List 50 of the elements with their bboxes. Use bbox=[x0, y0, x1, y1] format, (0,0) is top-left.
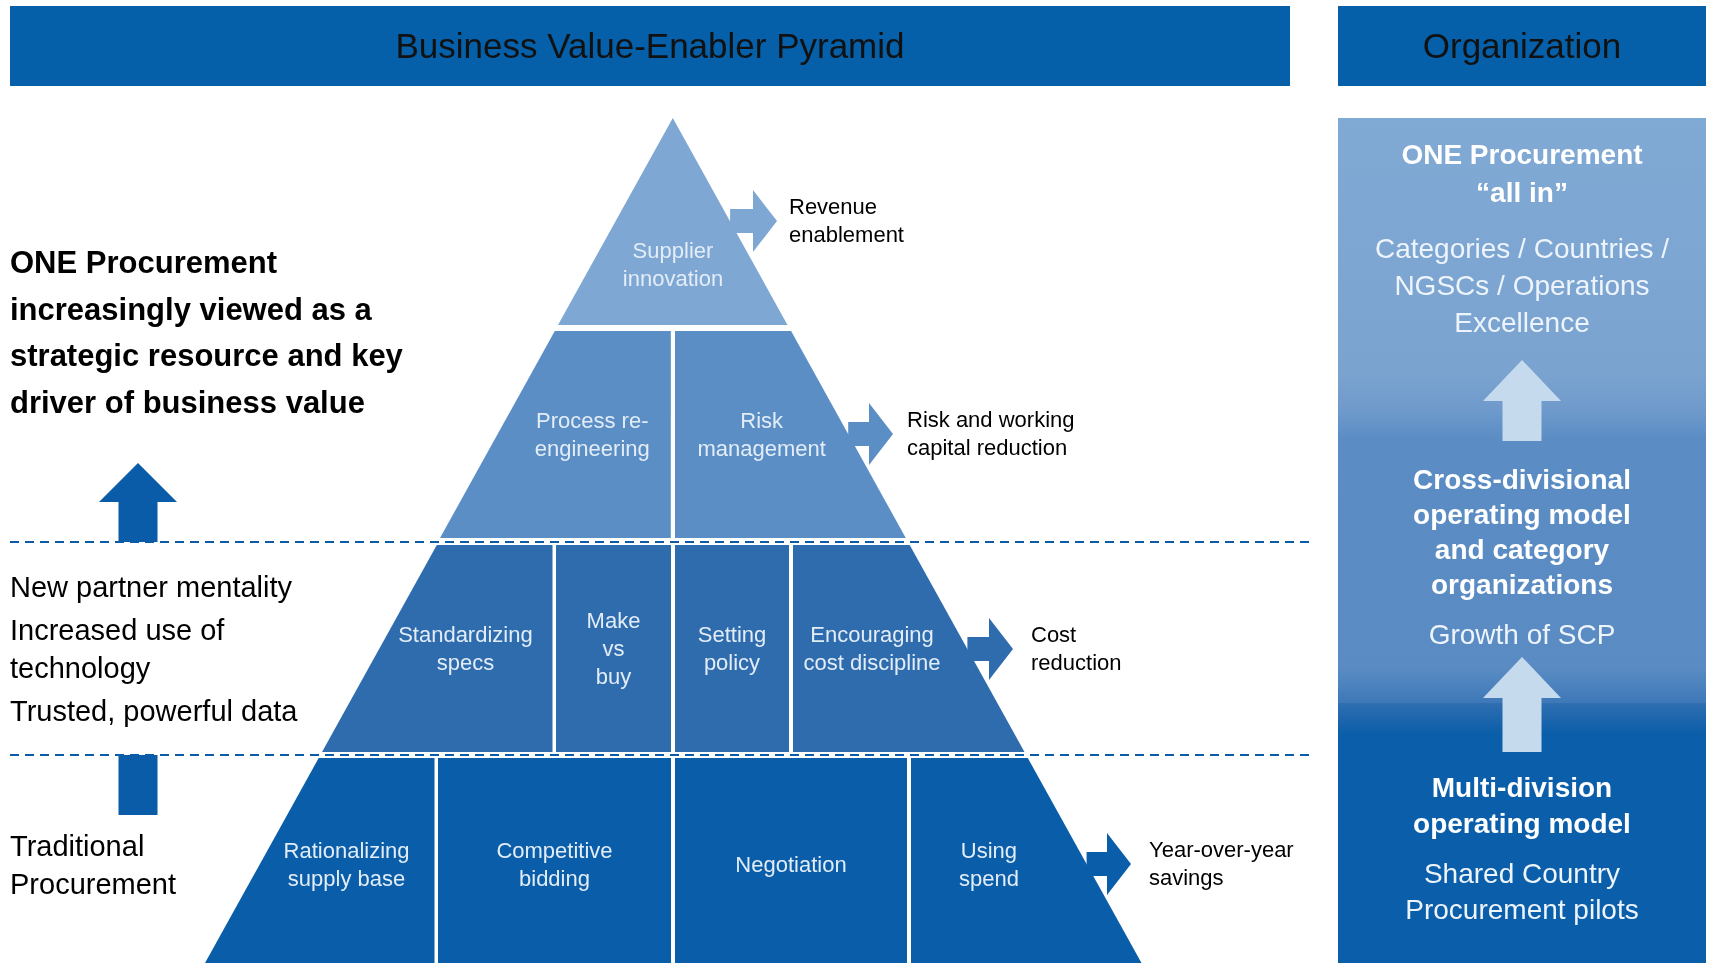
pyramid-segment bbox=[675, 758, 907, 963]
segment-label: Standardizing specs bbox=[397, 620, 534, 677]
pyramid-segment bbox=[911, 758, 1142, 963]
segment-label: Rationalizing supply base bbox=[282, 836, 411, 893]
block-arrow bbox=[99, 463, 177, 542]
connector-bar bbox=[118, 755, 158, 815]
band-heading: Cross-divisional operating model and category organizations bbox=[1412, 463, 1632, 602]
outcome-label: Cost reduction bbox=[1031, 621, 1171, 677]
pyramid-segment bbox=[675, 545, 789, 752]
statement-text: Trusted, powerful data bbox=[10, 694, 299, 729]
block-arrow bbox=[848, 403, 893, 465]
outcome-label: Revenue enablement bbox=[789, 193, 969, 249]
title-bar: Business Value-Enabler Pyramid bbox=[10, 6, 1290, 86]
segment-label: Competitive bidding bbox=[495, 836, 614, 893]
band-text: Categories / Countries / NGSCs / Operations Excellence bbox=[1373, 232, 1671, 340]
segment-label: Process re-engineering bbox=[533, 406, 651, 463]
pyramid-segment bbox=[440, 331, 671, 538]
pyramid-segment bbox=[204, 758, 434, 963]
band-text: Shared Country Procurement pilots bbox=[1404, 857, 1640, 927]
statement-text: New partner mentality bbox=[10, 570, 294, 605]
segment-label: Negotiation bbox=[734, 850, 848, 879]
pyramid-segment bbox=[556, 545, 671, 752]
block-arrow bbox=[1086, 833, 1131, 895]
band-heading: ONE Procurement “all in” bbox=[1400, 138, 1644, 210]
outcome-label: Risk and working capital reduction bbox=[907, 406, 1137, 462]
segment-label: Supplier innovation bbox=[621, 236, 725, 293]
block-arrow bbox=[967, 618, 1013, 680]
statement-text: ONE Procurement increasingly viewed as a strategic resource and key driver of business value bbox=[10, 240, 430, 426]
pyramid-segment bbox=[675, 331, 906, 538]
segment-label: Risk management bbox=[696, 406, 827, 463]
pyramid-segment bbox=[558, 118, 788, 325]
organization-band bbox=[1338, 118, 1706, 409]
band-text: Growth of SCP bbox=[1428, 618, 1616, 652]
band-heading: Multi-division operating model bbox=[1412, 771, 1632, 841]
header-bar: Organization bbox=[1338, 6, 1706, 86]
statement-text: Traditional Procurement bbox=[10, 827, 270, 903]
segment-label: Make vs buy bbox=[585, 606, 642, 691]
statement-text: Increased use of technology bbox=[10, 613, 226, 686]
segment-label: Setting policy bbox=[696, 620, 768, 677]
block-arrow bbox=[1483, 657, 1561, 752]
outcome-label: Year-over-year savings bbox=[1149, 836, 1329, 892]
segment-label: Using spend bbox=[957, 836, 1020, 893]
organization-band bbox=[1338, 409, 1706, 703]
organization-band bbox=[1338, 703, 1706, 963]
pyramid-segment bbox=[438, 758, 671, 963]
pyramid-segment bbox=[321, 545, 552, 752]
segment-label: Encouraging cost discipline bbox=[802, 620, 942, 677]
block-arrow bbox=[1483, 360, 1561, 441]
pyramid-segment bbox=[793, 545, 1025, 752]
block-arrow bbox=[730, 190, 777, 252]
